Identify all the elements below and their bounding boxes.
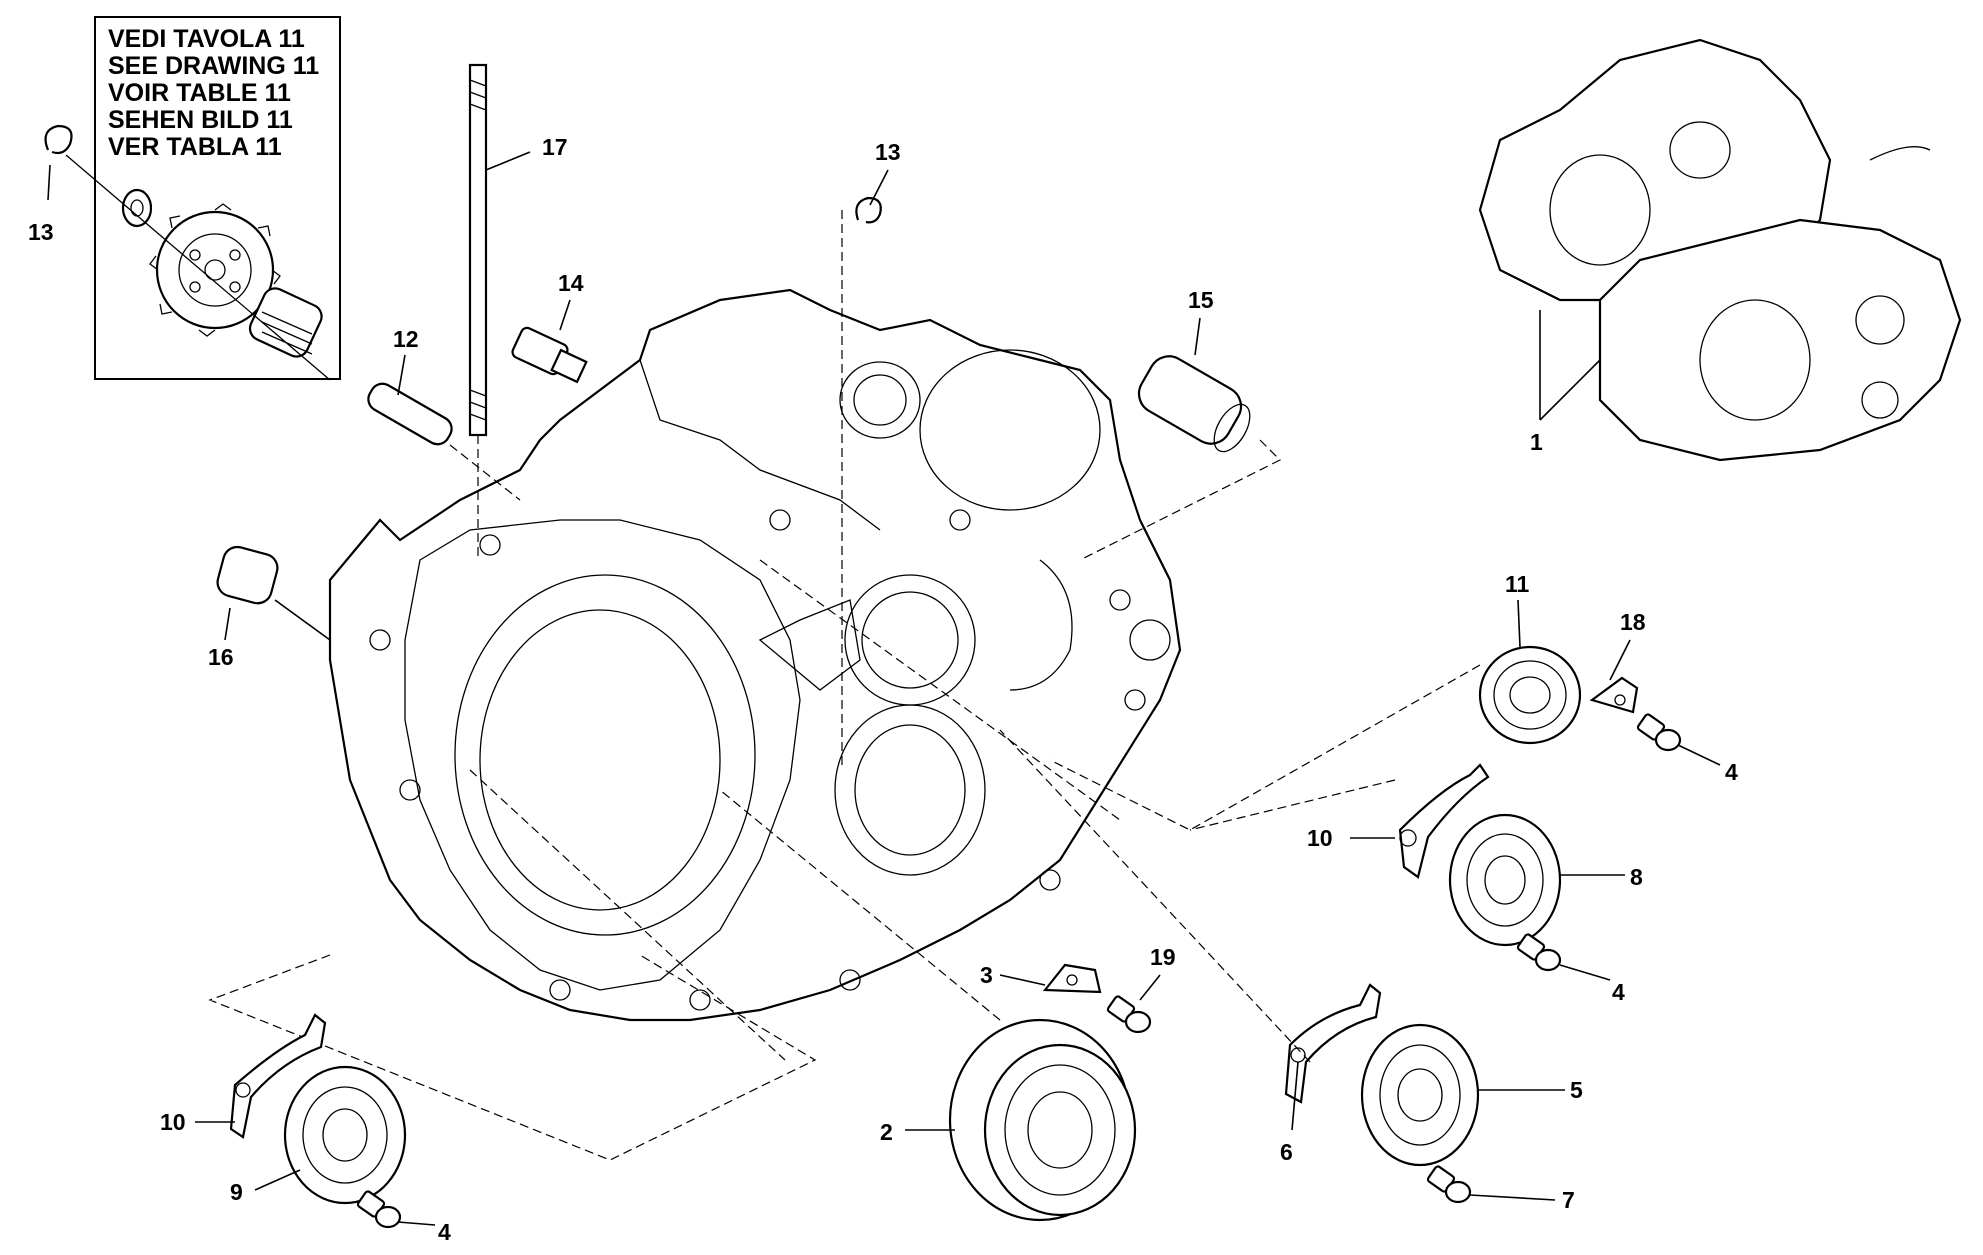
guide-line	[469, 769, 786, 1061]
callout-19: 19	[1150, 944, 1176, 970]
screw-7	[1426, 1165, 1556, 1204]
callout-14: 14	[558, 270, 584, 296]
callout-10-right: 10	[1307, 825, 1333, 851]
callout-17: 17	[542, 134, 568, 160]
callout-2: 2	[880, 1119, 893, 1145]
assembled-crankcase-thumbnail	[1478, 38, 1962, 462]
callout-15: 15	[1188, 287, 1214, 313]
bearing-8	[1189, 779, 1625, 947]
bushing-small	[216, 545, 331, 641]
washer-icon	[121, 188, 153, 228]
retaining-plate-10-left	[195, 1013, 327, 1139]
callout-7: 7	[1562, 1187, 1575, 1213]
reference-line-4: SEHEN BILD 11	[108, 106, 293, 134]
screw-4-middle	[1516, 933, 1611, 981]
bushing	[1079, 317, 1282, 561]
circlip-icon	[44, 124, 73, 201]
dowel-pin	[367, 354, 521, 501]
callout-6: 6	[1280, 1139, 1293, 1165]
screw-plug	[511, 299, 588, 384]
screw-4-upper	[1636, 713, 1721, 766]
bearing-5	[1360, 1023, 1565, 1167]
needle-bearing-icon	[248, 287, 323, 358]
callout-5: 5	[1570, 1077, 1583, 1103]
callout-12: 12	[393, 326, 419, 352]
callout-4-middle: 4	[1612, 979, 1625, 1005]
retaining-plate-10-right	[1350, 763, 1490, 879]
reference-line-5: VER TABLA 11	[108, 133, 282, 161]
retaining-plate-3	[999, 963, 1102, 994]
callout-18: 18	[1620, 609, 1646, 635]
retaining-plate-6	[999, 729, 1382, 1131]
crankcase-half	[328, 288, 1182, 1022]
callout-10-left: 10	[160, 1109, 186, 1135]
reference-line-1: VEDI TAVOLA 11	[108, 25, 305, 53]
callout-1: 1	[1530, 429, 1543, 455]
screw-19	[1106, 974, 1161, 1034]
retaining-plate-18	[1589, 639, 1639, 714]
bearing-2	[719, 789, 1137, 1222]
callout-16: 16	[208, 644, 234, 670]
callout-13-left: 13	[28, 219, 54, 245]
callout-8: 8	[1630, 864, 1643, 890]
stud-bolt	[468, 63, 531, 560]
guide-line	[759, 559, 1121, 821]
bearing-9	[208, 954, 817, 1205]
callout-11: 11	[1505, 571, 1530, 597]
reference-line-2: SEE DRAWING 11	[108, 52, 319, 80]
callout-13-top: 13	[875, 139, 901, 165]
circlip-top-icon	[841, 169, 889, 770]
reference-line-3: VOIR TABLE 11	[108, 79, 291, 107]
callout-4-lower: 4	[438, 1219, 451, 1245]
reference-box: VEDI TAVOLA 11 SEE DRAWING 11 VOIR TABLE…	[65, 16, 341, 381]
callout-3: 3	[980, 962, 993, 988]
gear-icon	[149, 203, 281, 337]
callout-4-upper: 4	[1725, 759, 1738, 785]
bearing-11	[1049, 599, 1582, 831]
screw-4-lower	[356, 1190, 436, 1229]
callout-9: 9	[230, 1179, 243, 1205]
